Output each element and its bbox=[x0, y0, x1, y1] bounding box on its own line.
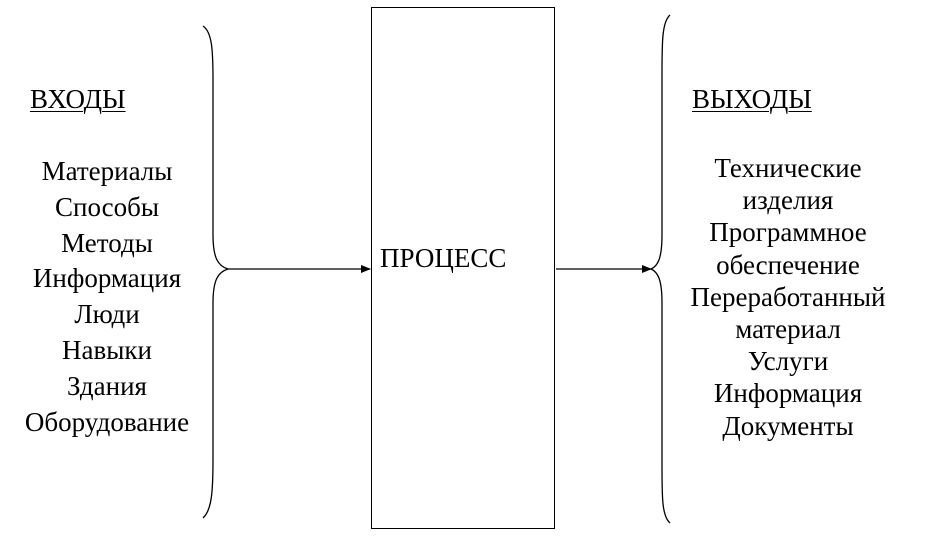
output-item: Технические bbox=[714, 153, 862, 183]
inputs-list: Материалы Способы Методы Информация Люди… bbox=[2, 154, 212, 440]
output-item: Информация bbox=[713, 378, 863, 409]
output-item: изделия bbox=[742, 185, 834, 216]
input-item: Здания bbox=[67, 370, 147, 401]
process-box: ПРОЦЕСС bbox=[371, 7, 555, 529]
output-item: Услуги bbox=[747, 346, 829, 377]
output-item: Переработанный bbox=[690, 281, 886, 312]
inputs-heading: ВХОДЫ bbox=[30, 84, 126, 114]
outputs-list: Технические изделия Программное обеспече… bbox=[668, 152, 908, 442]
input-item: Информация bbox=[32, 263, 182, 294]
output-item: обеспечение bbox=[716, 249, 860, 280]
output-item: Документы bbox=[722, 410, 854, 441]
process-label: ПРОЦЕСС bbox=[380, 243, 507, 273]
output-item: Программное bbox=[709, 217, 867, 248]
input-item: Люди bbox=[74, 299, 140, 330]
output-item: материал bbox=[735, 314, 841, 345]
input-item: Способы bbox=[55, 191, 159, 222]
input-item: Методы bbox=[61, 227, 153, 258]
input-item: Оборудование bbox=[24, 406, 190, 437]
outputs-brace bbox=[649, 14, 671, 524]
input-item: Материалы bbox=[41, 156, 173, 186]
input-item: Навыки bbox=[62, 334, 152, 365]
outputs-heading: ВЫХОДЫ bbox=[692, 84, 812, 114]
inputs-brace bbox=[202, 25, 231, 519]
